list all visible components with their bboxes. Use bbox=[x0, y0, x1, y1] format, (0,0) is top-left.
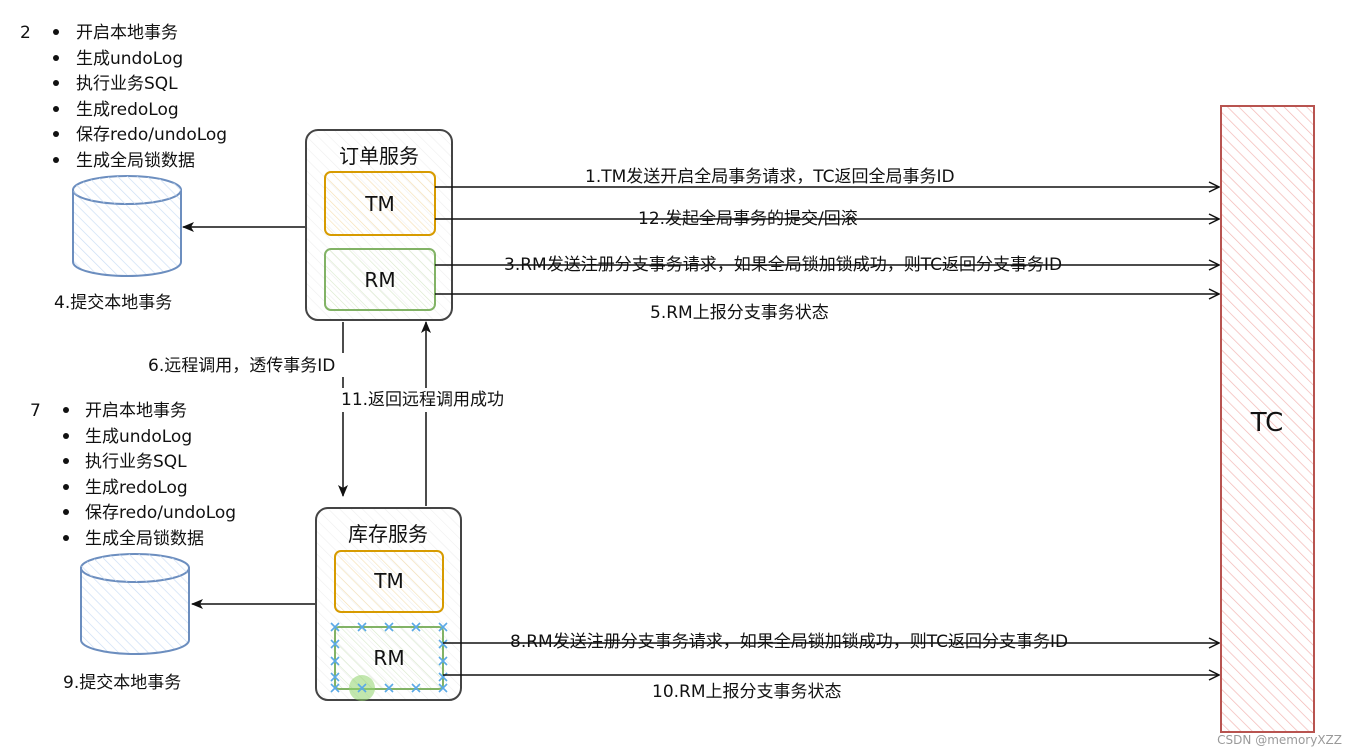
arrow-11-label-bg bbox=[338, 388, 528, 412]
inventory-bullet-item: 保存redo/undoLog bbox=[85, 503, 236, 523]
inventory-tm-box[interactable]: TM bbox=[334, 550, 444, 613]
order-db-commit-label: 4.提交本地事务 bbox=[54, 293, 172, 313]
tc-label: TC bbox=[1250, 408, 1284, 438]
order-bullet-item: 生成redoLog bbox=[76, 100, 179, 120]
order-bullet-list: 2 开启本地事务 生成undoLog 执行业务SQL 生成redoLog 保存r… bbox=[20, 23, 227, 171]
inventory-bullet-item: 生成redoLog bbox=[85, 478, 188, 498]
inventory-bullet-item: 生成全局锁数据 bbox=[85, 529, 204, 549]
bullet-dot bbox=[53, 29, 59, 35]
order-bullet-number: 2 bbox=[20, 23, 31, 43]
order-rm-box[interactable]: RM bbox=[324, 248, 436, 311]
inventory-service-title: 库存服务 bbox=[348, 522, 428, 546]
bullet-dot bbox=[63, 433, 69, 439]
inventory-rm-label: RM bbox=[373, 646, 404, 670]
order-bullet-item: 生成全局锁数据 bbox=[76, 151, 195, 171]
order-bullet-item: 开启本地事务 bbox=[76, 23, 178, 43]
bullet-dot bbox=[63, 407, 69, 413]
bullet-dot bbox=[53, 157, 59, 163]
arrow-1-label: 1.TM发送开启全局事务请求，TC返回全局事务ID bbox=[585, 167, 955, 187]
bullet-dot bbox=[53, 80, 59, 86]
inventory-bullet-item: 执行业务SQL bbox=[85, 452, 187, 472]
inventory-bullet-item: 开启本地事务 bbox=[85, 401, 187, 421]
watermark: CSDN @memoryXZZ bbox=[1217, 733, 1342, 747]
arrow-5-label: 5.RM上报分支事务状态 bbox=[650, 303, 829, 323]
bullet-dot bbox=[63, 484, 69, 490]
arrow-6-label-bg bbox=[145, 353, 365, 377]
arrow-8-label: 8.RM发送注册分支事务请求，如果全局锁加锁成功，则TC返回分支事务ID bbox=[510, 632, 1068, 652]
arrow-10-label: 10.RM上报分支事务状态 bbox=[652, 682, 842, 702]
bullet-dot bbox=[53, 106, 59, 112]
selection-handle[interactable] bbox=[357, 683, 367, 693]
inventory-tm-label: TM bbox=[373, 569, 403, 593]
bullet-dot bbox=[63, 509, 69, 515]
tc-box[interactable]: TC bbox=[1220, 105, 1315, 733]
bullet-dot bbox=[53, 55, 59, 61]
inventory-db-commit-label: 9.提交本地事务 bbox=[63, 673, 181, 693]
bullet-dot bbox=[63, 535, 69, 541]
arrow-6-label: 6.远程调用，透传事务ID bbox=[148, 356, 335, 376]
inventory-rm-box[interactable]: RM bbox=[334, 626, 444, 690]
order-service-title: 订单服务 bbox=[339, 144, 419, 168]
order-bullet-item: 执行业务SQL bbox=[76, 74, 178, 94]
order-database-icon[interactable] bbox=[72, 175, 182, 277]
inventory-bullet-list: 7 开启本地事务 生成undoLog 执行业务SQL 生成redoLog 保存r… bbox=[30, 401, 236, 549]
arrow-11-label: 11.返回远程调用成功 bbox=[341, 390, 504, 410]
order-bullet-item: 生成undoLog bbox=[76, 49, 183, 69]
inventory-bullet-item: 生成undoLog bbox=[85, 427, 192, 447]
order-rm-label: RM bbox=[364, 268, 395, 292]
order-tm-label: TM bbox=[364, 192, 394, 216]
arrow-3-label: 3.RM发送注册分支事务请求，如果全局锁加锁成功，则TC返回分支事务ID bbox=[504, 255, 1062, 275]
bullet-dot bbox=[63, 458, 69, 464]
order-bullet-item: 保存redo/undoLog bbox=[76, 125, 227, 145]
order-tm-box[interactable]: TM bbox=[324, 171, 436, 236]
inventory-bullet-number: 7 bbox=[30, 401, 41, 421]
selection-handles[interactable] bbox=[330, 622, 448, 693]
arrow-12-label: 12.发起全局事务的提交/回滚 bbox=[638, 209, 858, 229]
inventory-database-icon[interactable] bbox=[80, 553, 190, 655]
bullet-dot bbox=[53, 131, 59, 137]
